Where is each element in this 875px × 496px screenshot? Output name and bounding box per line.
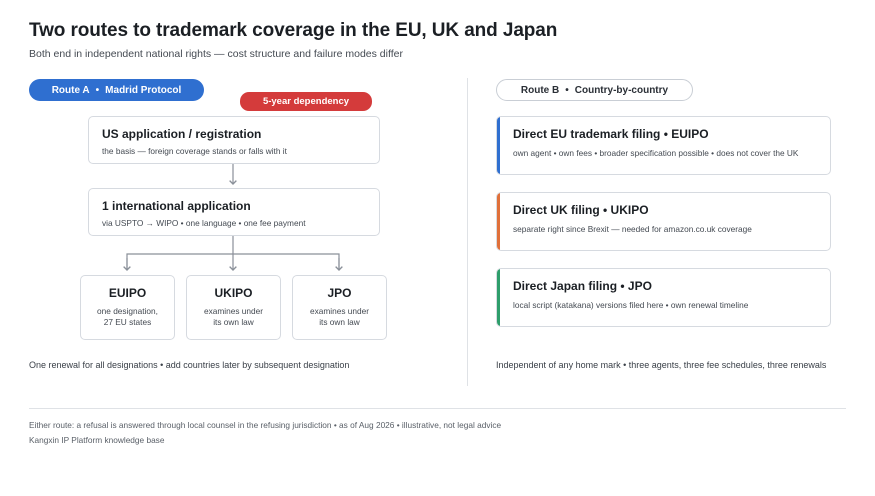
separator-dot: • xyxy=(95,84,100,96)
route-divider xyxy=(467,78,468,386)
dependency-badge: 5-year dependency xyxy=(240,92,372,111)
accent-bar xyxy=(497,193,500,250)
filing-title: Direct UK filing • UKIPO xyxy=(513,203,649,217)
route-b-detail: Country-by-country xyxy=(574,84,669,96)
footer-source: Kangxin IP Platform knowledge base xyxy=(29,435,165,445)
designation-office: UKIPO xyxy=(214,286,253,300)
direct-eu-filing-box: Direct EU trademark filing • EUIPO own a… xyxy=(496,116,831,175)
international-application-title: 1 international application xyxy=(102,199,251,213)
direct-japan-filing-box: Direct Japan filing • JPO local script (… xyxy=(496,268,831,327)
designation-detail: one designation, 27 EU states xyxy=(97,306,158,327)
designation-jpo: JPO examines under its own law xyxy=(292,275,387,340)
designation-ukipo: UKIPO examines under its own law xyxy=(186,275,281,340)
filing-detail: local script (katakana) versions filed h… xyxy=(513,300,749,310)
direct-uk-filing-box: Direct UK filing • UKIPO separate right … xyxy=(496,192,831,251)
page-subtitle: Both end in independent national rights … xyxy=(29,48,403,60)
route-b-note: Independent of any home mark • three age… xyxy=(496,360,827,370)
footer-disclaimer: Either route: a refusal is answered thro… xyxy=(29,420,502,430)
accent-bar xyxy=(497,269,500,326)
route-a-note: One renewal for all designations • add c… xyxy=(29,360,350,370)
filing-detail: separate right since Brexit — needed for… xyxy=(513,224,752,234)
route-a-label: Route A xyxy=(51,84,90,96)
international-application-detail: via USPTO → WIPO • one language • one fe… xyxy=(102,218,306,228)
home-application-detail: the basis — foreign coverage stands or f… xyxy=(102,146,287,156)
designation-office: JPO xyxy=(327,286,352,300)
filing-detail: own agent • own fees • broader specifica… xyxy=(513,148,799,158)
page-title: Two routes to trademark coverage in the … xyxy=(29,20,558,41)
designation-office: EUIPO xyxy=(108,286,147,300)
route-a-detail: Madrid Protocol xyxy=(105,84,182,96)
designation-euipo: EUIPO one designation, 27 EU states xyxy=(80,275,175,340)
separator-dot: • xyxy=(565,84,569,96)
designation-detail: examines under its own law xyxy=(309,306,370,327)
route-b-pill: Route B • Country-by-country xyxy=(496,79,693,101)
home-application-title: US application / registration xyxy=(102,127,262,141)
accent-bar xyxy=(497,117,500,174)
route-a-pill: Route A • Madrid Protocol xyxy=(29,79,204,101)
designation-detail: examines under its own law xyxy=(203,306,264,327)
filing-title: Direct Japan filing • JPO xyxy=(513,279,652,293)
home-application-box: US application / registration the basis … xyxy=(88,116,380,164)
footer-divider xyxy=(29,408,846,409)
filing-title: Direct EU trademark filing • EUIPO xyxy=(513,127,709,141)
route-b-label: Route B xyxy=(520,84,560,96)
international-application-box: 1 international application via USPTO → … xyxy=(88,188,380,236)
